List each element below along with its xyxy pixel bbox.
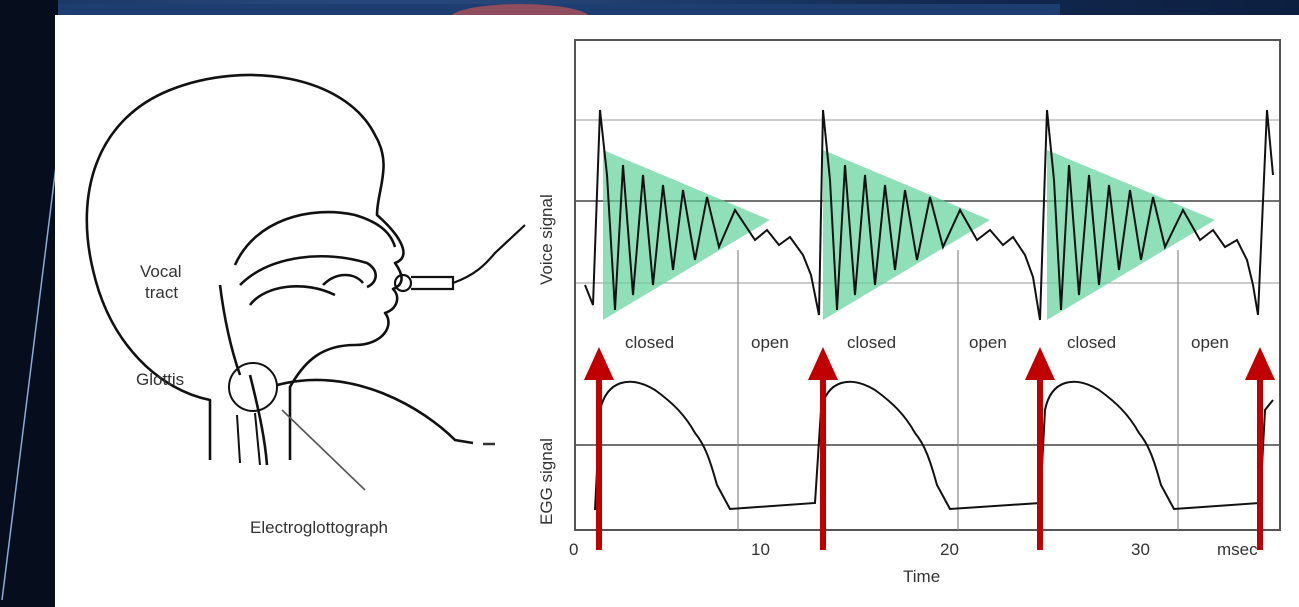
plot-frame xyxy=(574,39,1281,531)
figure-panel: Vocal tract Glottis Electroglottograph c… xyxy=(55,15,1299,607)
phase-label-closed-3: closed xyxy=(1067,333,1116,352)
closure-arrow-4 xyxy=(1245,347,1275,550)
x-tick-0: 0 xyxy=(569,540,578,559)
closure-arrows xyxy=(584,347,1275,550)
microphone-head xyxy=(393,273,413,293)
closure-arrow-3 xyxy=(1025,347,1055,550)
x-tick-20: 20 xyxy=(940,540,959,559)
phase-label-closed-1: closed xyxy=(625,333,674,352)
slide-accent-line xyxy=(1,149,59,601)
slide-left-accent xyxy=(0,0,58,607)
microphone-icon xyxy=(393,224,526,293)
phase-label-open-2: open xyxy=(969,333,1007,352)
electroglottograph-label: Electroglottograph xyxy=(250,518,388,537)
phase-label-open-1: open xyxy=(751,333,789,352)
vocal-tract-curve xyxy=(218,284,242,376)
nasal-passage xyxy=(233,210,397,266)
microphone-body xyxy=(411,275,455,291)
neck-front xyxy=(248,374,269,466)
glottis-label: Glottis xyxy=(136,370,184,389)
x-axis-label: Time xyxy=(903,567,940,586)
phase-label-closed-2: closed xyxy=(847,333,896,352)
x-tick-unit: msec xyxy=(1217,540,1258,559)
x-tick-30: 30 xyxy=(1131,540,1150,559)
x-tick-10: 10 xyxy=(751,540,770,559)
closure-arrow-1 xyxy=(584,347,614,550)
vocal-tract-label-line1: Vocal xyxy=(140,262,182,281)
electroglottograph-pointer xyxy=(281,409,366,491)
head-illustration xyxy=(85,73,405,466)
pharynx-curve xyxy=(248,284,336,306)
closure-arrow-2 xyxy=(808,347,838,550)
tongue xyxy=(322,273,365,286)
closed-phase-shade-2 xyxy=(823,150,990,320)
egg-signal-trace xyxy=(594,380,1274,511)
larynx-shape xyxy=(236,412,261,466)
voice-axis-label: Voice signal xyxy=(537,194,556,285)
oral-cavity xyxy=(239,254,377,289)
signal-plot: closed open closed open closed open Voic… xyxy=(537,39,1281,586)
egg-diagram: Vocal tract Glottis Electroglottograph c… xyxy=(85,39,1281,586)
phase-label-open-3: open xyxy=(1191,333,1229,352)
microphone-cable xyxy=(452,224,526,285)
glottis-circle xyxy=(228,362,278,412)
voice-signal-trace xyxy=(584,109,1274,321)
vocal-tract-label-line2: tract xyxy=(145,283,178,302)
head-outline xyxy=(85,73,405,460)
closed-phase-shade-3 xyxy=(1047,150,1215,320)
egg-axis-label: EGG signal xyxy=(537,438,556,525)
electrode-cable xyxy=(276,378,474,445)
